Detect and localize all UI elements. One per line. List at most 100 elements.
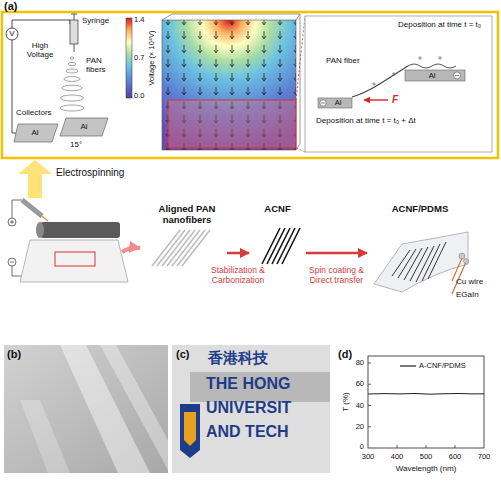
charge-symbol xyxy=(321,103,325,104)
tick-label: 400 xyxy=(391,453,404,462)
voltage-source xyxy=(6,28,18,40)
flexible-device xyxy=(374,232,469,294)
process-arrow xyxy=(227,252,249,255)
terminal-symbol xyxy=(10,220,14,224)
fiber-spiral xyxy=(66,69,78,73)
charge-symbol xyxy=(372,72,396,86)
step-condition: Spin coating & Direct transfer xyxy=(304,265,370,285)
electrospinning-schematic xyxy=(6,14,108,142)
tick-label: 0 xyxy=(360,443,364,452)
transfer-arrow xyxy=(122,248,140,252)
axis-title: Voltage (× 10⁴V) xyxy=(148,30,157,85)
wireframe xyxy=(162,14,300,150)
fiber-spiral xyxy=(61,95,84,101)
part-label: EGaIn xyxy=(456,290,479,299)
photo-c xyxy=(172,345,330,473)
charge-symbol xyxy=(418,56,442,60)
carbon-fibers xyxy=(262,228,280,264)
up-arrow xyxy=(18,160,52,198)
syringe-symbol xyxy=(70,20,78,44)
field-simulation xyxy=(162,14,305,152)
aligned-fibers xyxy=(182,230,210,266)
zoom-region xyxy=(168,100,296,148)
charge-symbol xyxy=(455,75,459,76)
legend-text: A-CNF/PDMS xyxy=(419,361,466,370)
source-symbol: V xyxy=(9,29,14,38)
plot-frame xyxy=(368,356,484,448)
tick-label: 0.0 xyxy=(134,92,144,101)
logo-shield xyxy=(184,412,196,446)
terminal-symbol xyxy=(8,218,16,226)
part-label: Cu wire xyxy=(456,277,483,286)
force-label: F xyxy=(392,94,398,106)
data-line xyxy=(368,393,484,395)
angle-label: 15° xyxy=(70,140,82,149)
annotation: Deposition at time t = t₀ xyxy=(398,20,488,29)
collector-sheet xyxy=(20,240,128,282)
al-plate xyxy=(318,98,352,108)
aligned-fibers xyxy=(152,230,210,266)
part-label: High Voltage xyxy=(20,41,60,59)
drum-collector xyxy=(36,222,44,238)
axis-title: T (%) xyxy=(341,392,350,411)
collector-plate xyxy=(14,124,58,142)
material-label: Al xyxy=(31,128,38,137)
deposited-fiber xyxy=(408,64,456,68)
tick-label: 700 xyxy=(478,453,491,462)
part-label: PAN fibers xyxy=(86,56,122,74)
material-label: Al xyxy=(335,99,342,108)
part-label: Syringe xyxy=(82,16,109,25)
photo-text: UNIVERSIT xyxy=(206,399,291,417)
egain-contact xyxy=(464,259,469,264)
photo-text: THE HONG xyxy=(206,375,290,393)
tick-label: 20 xyxy=(356,422,364,431)
charge-symbol xyxy=(320,100,326,106)
terminal-symbol xyxy=(8,258,16,266)
process-step: Aligned PAN nanofibers xyxy=(148,203,226,273)
process-arrow xyxy=(306,252,367,255)
panel-label: (a) xyxy=(4,0,17,13)
cu-wire xyxy=(452,258,466,294)
tick-label: 40 xyxy=(356,401,364,410)
legend-line xyxy=(400,365,416,366)
al-plate xyxy=(405,70,465,81)
carbon-fibers xyxy=(267,228,285,264)
step-label: Aligned PAN nanofibers xyxy=(148,203,226,226)
tick-label: 600 xyxy=(449,453,462,462)
transmittance-chart xyxy=(368,356,484,448)
photo-b xyxy=(4,345,168,473)
syringe-symbol xyxy=(22,200,42,216)
photo-b xyxy=(20,400,70,473)
zoom-box xyxy=(305,16,492,152)
tick-label: 0.7 xyxy=(134,54,144,63)
fiber-spiral xyxy=(60,57,84,111)
carbon-fibers xyxy=(262,228,300,264)
fiber-spiral xyxy=(60,105,84,111)
fiber-spiral xyxy=(68,62,76,65)
deposition-zoom xyxy=(305,16,492,152)
panel-label: (b) xyxy=(7,348,21,361)
tick-label: 500 xyxy=(420,453,433,462)
material-label: Al xyxy=(80,122,87,131)
panel-frame xyxy=(2,12,498,158)
panel-label: (d) xyxy=(338,348,352,361)
tick-label: 300 xyxy=(362,453,375,462)
step-label: ACNF xyxy=(264,203,290,214)
colorbar xyxy=(126,18,132,98)
step-label: ACNF/PDMS xyxy=(392,203,448,214)
carbon-fibers xyxy=(392,242,446,282)
process-label: Electrospinning xyxy=(56,167,124,179)
pan-fiber xyxy=(352,66,408,97)
syringe-needle xyxy=(71,14,77,52)
tick-label: 60 xyxy=(356,380,364,389)
photo-c xyxy=(172,345,330,473)
fiber-spiral xyxy=(62,85,82,91)
carbon-fibers xyxy=(392,242,446,282)
process-step: ACNF xyxy=(250,203,305,273)
collector-plate xyxy=(60,118,108,136)
part-label: PAN fiber xyxy=(326,56,360,65)
logo-shield xyxy=(180,404,200,458)
legend-line xyxy=(400,363,416,369)
wire xyxy=(12,40,16,133)
